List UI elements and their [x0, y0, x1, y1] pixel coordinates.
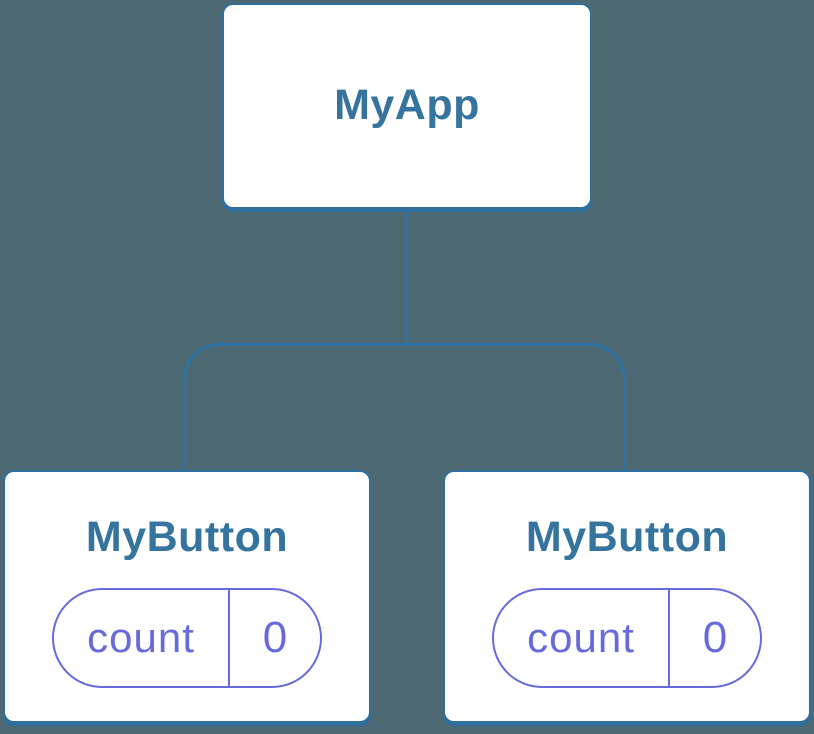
state-pill-left: count 0	[52, 587, 322, 688]
connector-stem-line	[405, 208, 408, 346]
state-value: 0	[702, 612, 728, 662]
component-label-mybutton-right: MyButton	[525, 513, 729, 561]
component-label-mybutton-left: MyButton	[85, 513, 289, 561]
component-card-myapp: MyApp	[222, 3, 592, 209]
component-card-mybutton-right: MyButton count 0	[443, 470, 811, 723]
component-card-mybutton-left: MyButton count 0	[3, 470, 371, 723]
state-pill-right: count 0	[492, 587, 762, 688]
state-value: 0	[262, 612, 288, 662]
state-key-label: count	[54, 589, 230, 686]
state-key-label: count	[494, 589, 670, 686]
component-label-myapp: MyApp	[334, 81, 480, 130]
connector-branch-line	[183, 343, 626, 471]
